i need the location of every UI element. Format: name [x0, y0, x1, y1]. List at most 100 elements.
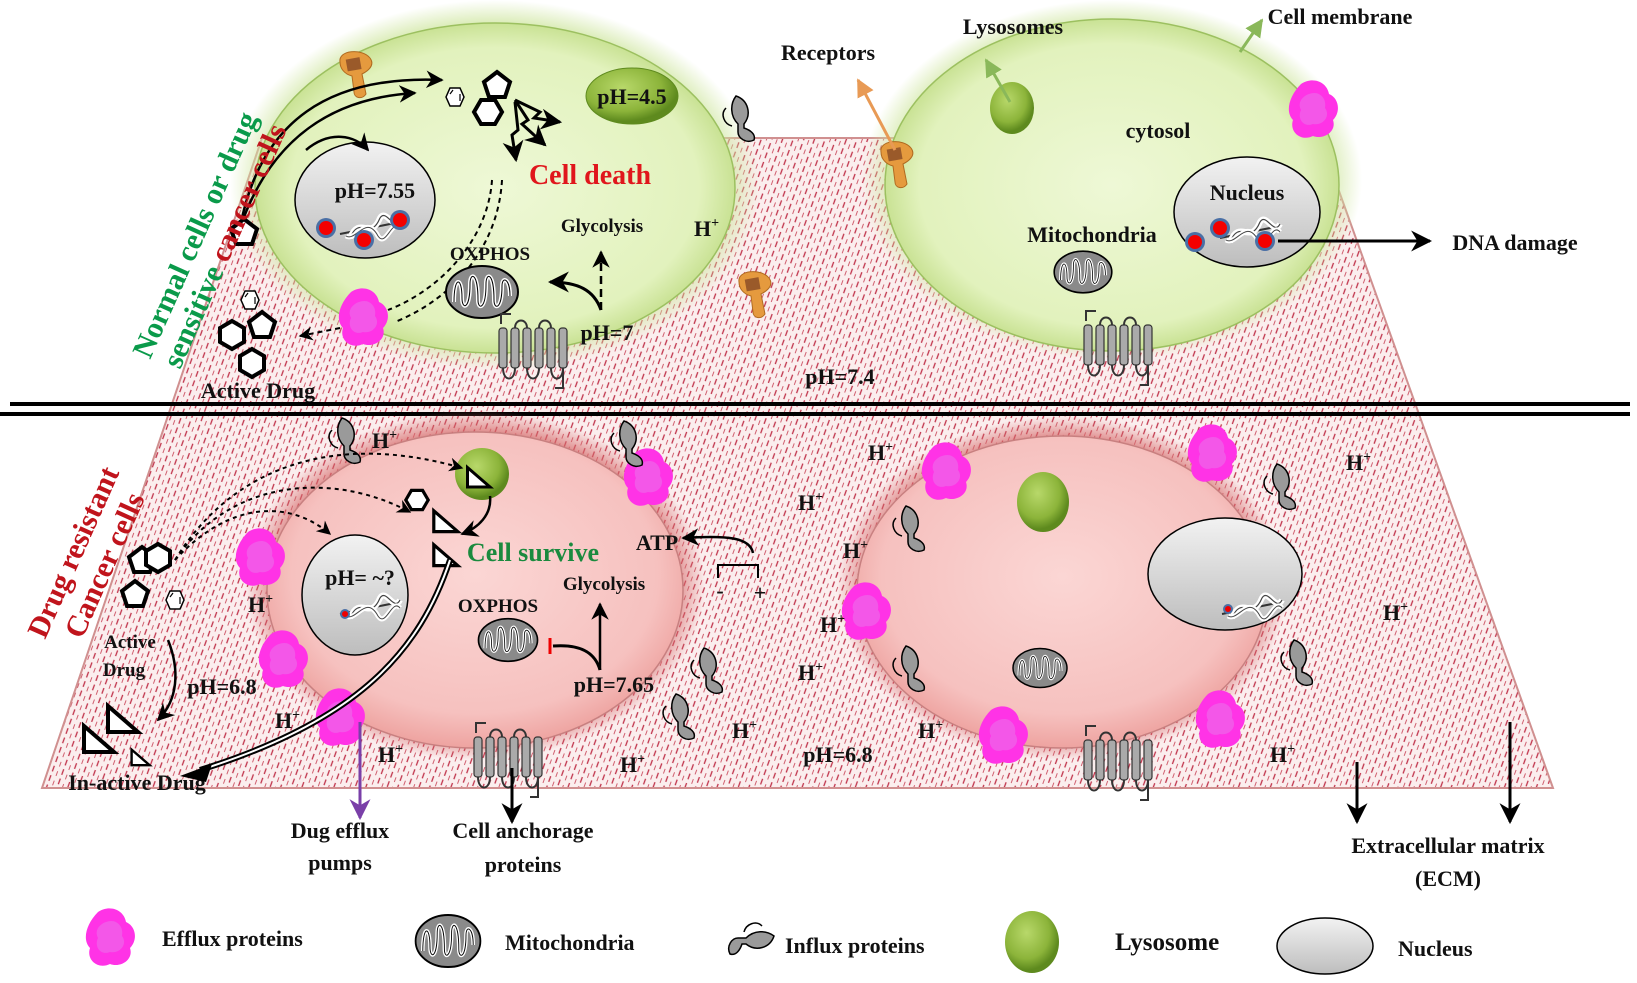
svg-text:H+: H+: [248, 592, 273, 617]
drug-dna-adduct-icon: [340, 609, 350, 619]
oxphos-inhibition-arrow: [552, 644, 602, 671]
minus-sign: -: [716, 578, 723, 603]
legend-label: Efflux proteins: [162, 926, 303, 951]
svg-text:H+: H+: [868, 440, 893, 465]
svg-text:H+: H+: [275, 708, 300, 733]
drug-dna-adduct-icon: [1255, 231, 1275, 251]
cell-death-arrows: [502, 98, 563, 163]
atp-label: ATP: [636, 530, 678, 555]
efflux-pumps-label-line2: pumps: [308, 850, 372, 875]
drug-dna-adduct-icon: [1223, 604, 1233, 614]
lysosome-icon: [1005, 911, 1059, 973]
proton-label: H+: [694, 216, 719, 241]
nucleus-ph: pH=7.55: [335, 178, 415, 203]
drug-uptake-arrows: [238, 70, 444, 229]
receptors-pointer: [856, 78, 897, 151]
mitochondria-icon: [1052, 249, 1114, 295]
drug-molecule-icon: [404, 488, 430, 512]
drug-molecule-icon: [144, 542, 172, 574]
svg-text:H+: H+: [798, 490, 823, 515]
cell-membrane-label: Cell membrane: [1268, 4, 1413, 29]
cytosol-ph: pH=7: [581, 320, 634, 345]
svg-text:H+: H+: [372, 428, 397, 453]
nucleus: pH= ~?: [301, 534, 409, 656]
lysosome-icon: [990, 82, 1034, 134]
drug-efflux-path: [298, 179, 503, 341]
lysosome: pH=4.5: [585, 67, 679, 125]
legend-label: Nucleus: [1398, 936, 1473, 961]
glycolysis-label: Glycolysis: [561, 216, 643, 237]
svg-text:H+: H+: [1346, 450, 1371, 475]
mitochondria-icon: [476, 617, 540, 663]
svg-text:H+: H+: [820, 612, 845, 637]
drug-molecule-icon: [472, 98, 504, 126]
lysosome-icon: [455, 448, 509, 500]
nucleus: [1147, 517, 1303, 631]
drug-molecule-icon: [445, 87, 465, 107]
cytosol-label: cytosol: [1126, 118, 1191, 143]
legend-item-lysosome: Lysosome: [1005, 911, 1219, 973]
lysosomes-label: Lysosomes: [963, 14, 1064, 39]
legend-item-mitochondria: Mitochondria: [413, 913, 635, 969]
drug-dna-adduct-icon: [1185, 232, 1205, 252]
drug-dna-adduct-icon: [354, 230, 374, 250]
anchorage-label-line2: proteins: [485, 852, 562, 877]
ecm-ph-top: pH=7.4: [805, 364, 874, 389]
drug-dna-adduct-icon: [390, 210, 410, 230]
drug-uptake-dashed-arrows: [174, 452, 464, 561]
efflux-pumps-label-line1: Dug efflux: [291, 818, 389, 843]
mitochondria-icon: [444, 264, 520, 320]
anchorage-label-line1: Cell anchorage: [452, 818, 593, 843]
nucleus-label: Nucleus: [1210, 180, 1285, 205]
active-drug-label: Active Drug: [201, 378, 315, 403]
oxphos-arrow: [547, 271, 603, 311]
legend-item-efflux: Efflux proteins: [85, 908, 303, 966]
drug-inactivation-arrow: [156, 639, 177, 722]
svg-text:H+: H+: [1383, 600, 1408, 625]
mitochondria-label: Mitochondria: [1027, 222, 1157, 247]
resistant-cell: [837, 416, 1287, 760]
ecm-ph-bottom: pH=6.8: [803, 742, 872, 767]
ecm-label-line1: Extracellular matrix: [1351, 833, 1544, 858]
efflux-protein-icon: [85, 908, 135, 966]
legend-item-nucleus: Nucleus: [1276, 917, 1473, 975]
drug-efflux-arrow-inner: [199, 559, 451, 771]
oxphos-label: OXPHOS: [450, 244, 530, 265]
atp-arrow: [681, 528, 755, 554]
drug-dna-adduct-icon: [316, 218, 336, 238]
drug-dna-adduct-icon: [1210, 218, 1230, 238]
cytosol-ph: pH=7.65: [574, 672, 654, 697]
legend-label: Lysosome: [1115, 929, 1219, 956]
svg-text:H+: H+: [843, 538, 868, 563]
cell-death-label: Cell death: [529, 160, 652, 191]
lysosome-icon: [1017, 472, 1069, 532]
active-drug-label-line2: Drug: [103, 660, 146, 681]
svg-text:H+: H+: [620, 752, 645, 777]
glycolysis-label: Glycolysis: [563, 574, 645, 595]
active-drug-label-line1: Active: [104, 632, 156, 653]
drug-efflux-arrowhead: [180, 764, 212, 782]
nucleus: pH=7.55: [294, 141, 436, 259]
membrane-potential-bracket: [717, 564, 759, 578]
proton-labels: H+ H+ H+ H+ H+ H+ H+ H+ H+ H+ H+ H+ H+ H…: [248, 428, 1408, 777]
mitochondria-icon: [413, 913, 483, 969]
drug-molecule-icon: [218, 319, 246, 351]
svg-text:H+: H+: [378, 742, 403, 767]
legend-item-influx: Influx proteins: [727, 922, 925, 958]
oxphos-label: OXPHOS: [458, 596, 538, 617]
legend-label: Mitochondria: [505, 930, 635, 955]
resistant-cell: [245, 410, 705, 760]
svg-text:H+: H+: [732, 718, 757, 743]
dna-damage-label: DNA damage: [1452, 230, 1578, 255]
cell-survive-label: Cell survive: [467, 538, 599, 567]
plus-sign: +: [754, 580, 767, 605]
receptors-label: Receptors: [781, 40, 876, 65]
inactive-drug-label: In-active Drug: [68, 770, 205, 795]
lysosome-inactivation-arrow: [460, 495, 492, 537]
svg-text:H+: H+: [918, 718, 943, 743]
legend-label: Influx proteins: [785, 933, 925, 958]
svg-text:H+: H+: [798, 660, 823, 685]
legend: Efflux proteins Mitochondria Influx prot…: [85, 908, 1473, 975]
drug-molecule-icon: [165, 590, 185, 610]
